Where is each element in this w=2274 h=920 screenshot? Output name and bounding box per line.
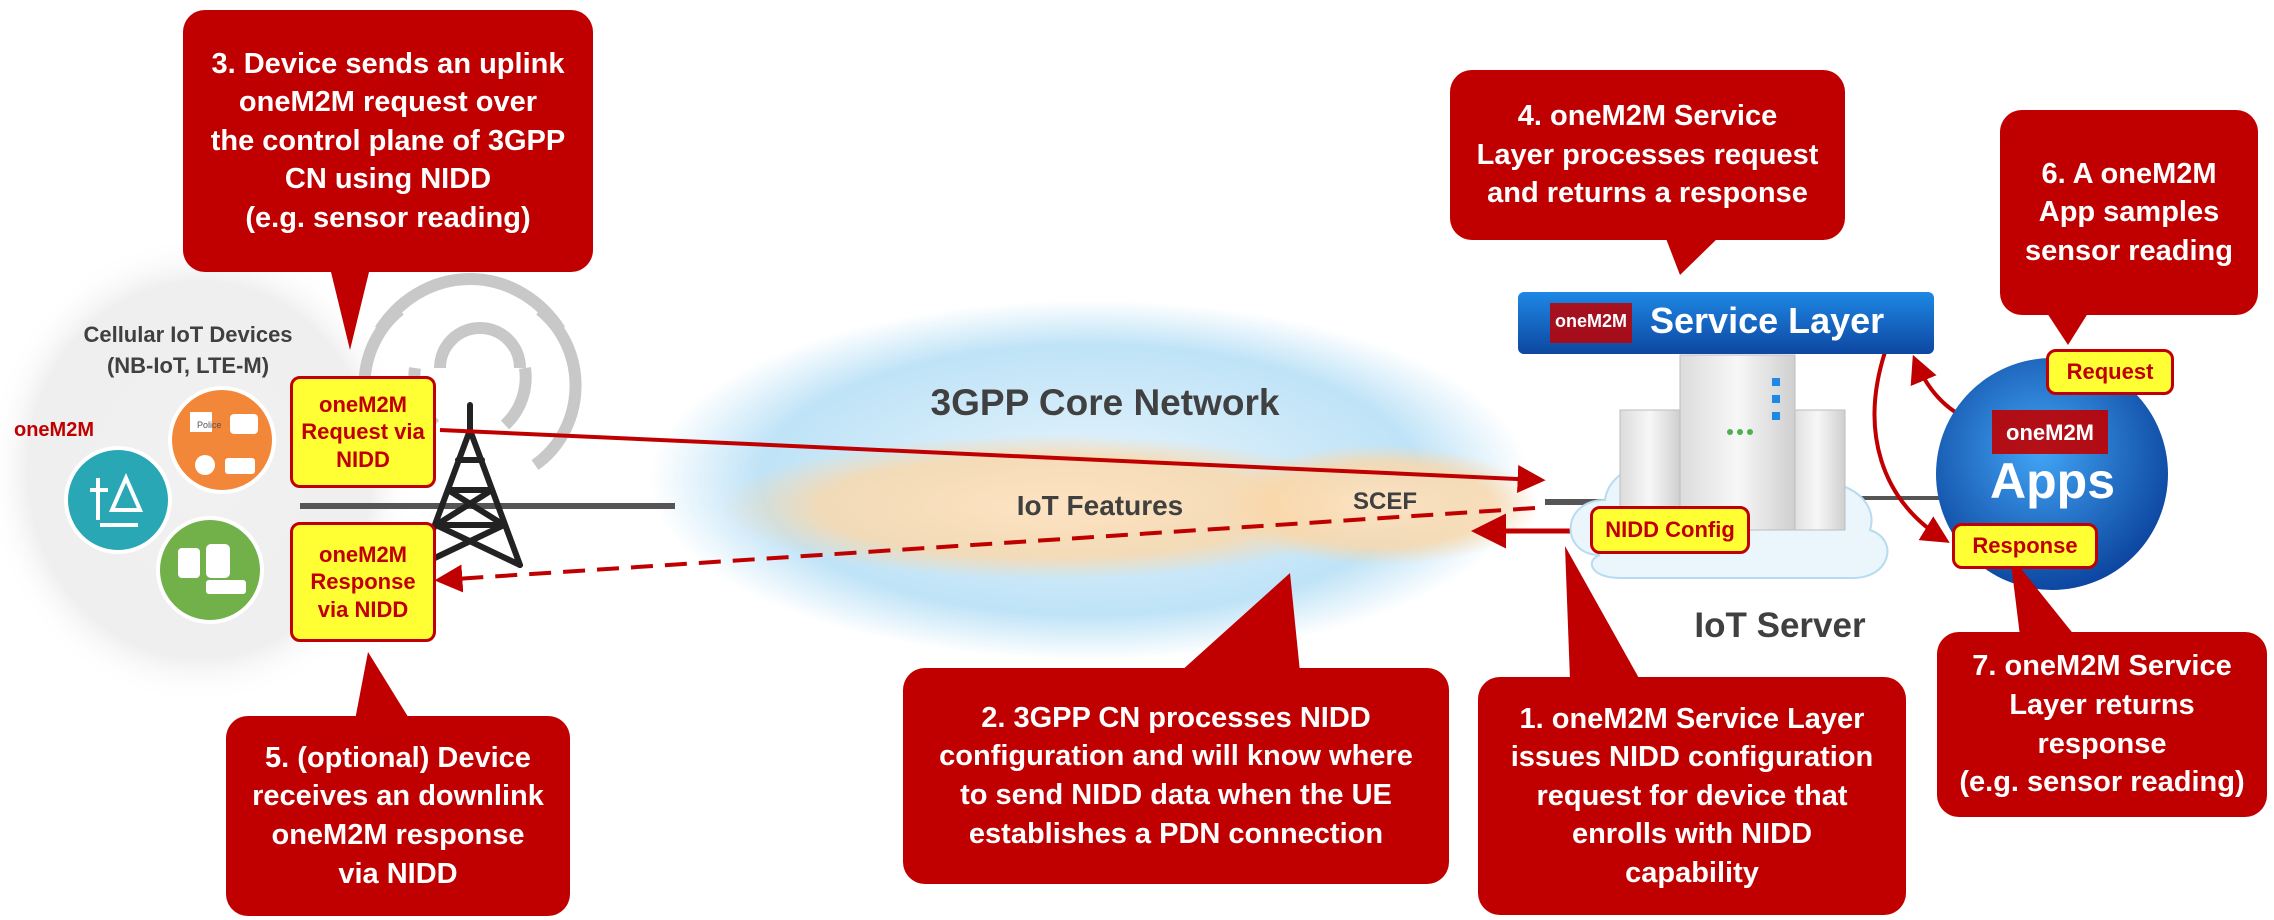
callout-step3-shape [183,10,593,350]
svg-text:oneM2M: oneM2M [14,419,94,441]
callout-step7: 7. oneM2M Service Layer returns response… [1959,650,2245,799]
callout-step2-shape [903,573,1449,884]
service-layer-label: Service Layer [1650,300,1885,341]
iot-server-label: IoT Server [1694,606,1866,645]
iot-device-cluster [64,386,276,624]
callout-step1: 1. oneM2M Service Layer issues NIDD conf… [1510,702,1874,889]
callout-step5-shape [226,652,570,916]
apps-request-label: Request [2046,349,2174,395]
callout-step3: 3. Device sends an uplink oneM2M request… [210,47,566,234]
response-via-nidd-label: oneM2M Response via NIDD [290,522,436,642]
onem2m-logo-service [1550,303,1632,343]
callout-step6: 6. A oneM2M App samples sensor reading [2025,157,2233,267]
callout-step4-shape [1450,70,1845,275]
callout-step6-shape [2000,110,2258,345]
iot-features-label: IoT Features [1016,490,1184,521]
apps-response-label: Response [1952,523,2098,569]
police-label: Police [197,420,222,430]
apps-label: Apps [1990,453,2115,509]
onem2m-logo-service-text: oneM2M [1555,311,1627,331]
callout-step7-shape [1937,555,2267,817]
scef-label: SCEF [1352,488,1417,515]
onem2m-logo-devices: oneM2M [14,419,94,441]
iot-features-glow [720,435,1380,579]
police-devices-icon [168,386,276,494]
apps-response-arrow [1872,351,1950,543]
uplink-request-arrow [439,428,1546,493]
onem2m-logo-apps [1992,410,2108,454]
downlink-response-arrow [434,506,1536,593]
request-via-nidd-label: oneM2M Request via NIDD [290,376,436,488]
devices-title: Cellular IoT Devices (NB-IoT, LTE-M) [83,322,293,378]
callout-step2: 2. 3GPP CN processes NIDD configuration … [939,701,1413,850]
core-network-label: 3GPP Core Network [930,382,1280,423]
onem2m-logo-apps-text: oneM2M [2006,420,2094,445]
nidd-config-label: NIDD Config [1590,506,1750,554]
callout-step5: 5. (optional) Device receives an downlin… [252,741,544,890]
callout-step1-shape [1478,546,1906,915]
callout-step4: 4. oneM2M Service Layer processes reques… [1476,100,1819,210]
